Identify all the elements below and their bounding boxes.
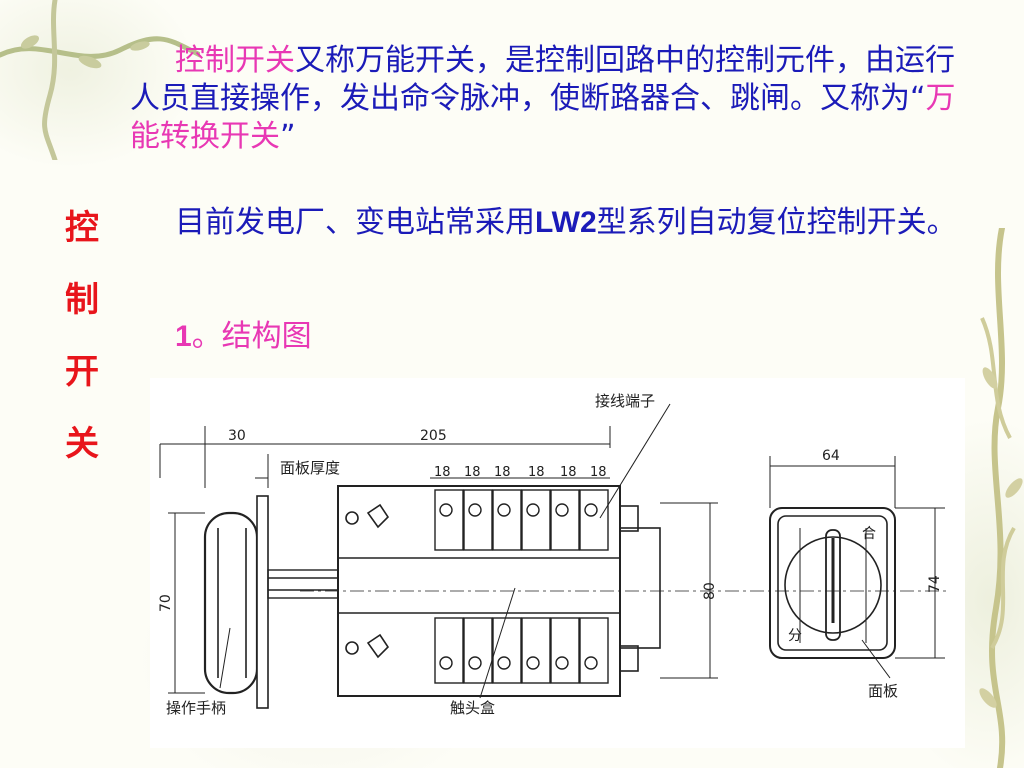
- leader-contact-box: [479, 587, 516, 699]
- definition-text: 又称万能开关，是控制回路中的控制元件，由运行人员直接操作，发出命令脉冲，使断路器…: [130, 43, 955, 116]
- contact-boxes-bottom: [434, 617, 609, 684]
- top-left-vine-decoration: [0, 0, 200, 160]
- operating-handle: [203, 511, 259, 695]
- pitch-dimensions: 18 18 18 18 18 18: [434, 465, 607, 480]
- dim-18-5: 18: [560, 465, 577, 480]
- highlight-term: 控制开关: [175, 43, 295, 78]
- dim-18-1: 18: [434, 465, 451, 480]
- label-close: 合: [862, 526, 876, 542]
- dim-18-6: 18: [590, 465, 607, 480]
- title-char-4: 关: [65, 424, 99, 464]
- highlight-alias: 万能转换开关: [130, 81, 956, 154]
- dim-64-line: [769, 456, 896, 508]
- title-char-3: 开: [65, 352, 99, 392]
- label-contact-box: 触头盒: [450, 699, 495, 717]
- label-open: 分: [788, 628, 802, 644]
- model-code: LW2: [535, 206, 597, 239]
- label-terminal: 接线端子: [595, 392, 655, 410]
- section-number: 1: [175, 320, 192, 353]
- title-char-2: 制: [65, 280, 99, 320]
- vertical-title: 控 制 开 关: [52, 192, 112, 480]
- label-panel-thickness: 面板厚度: [280, 459, 340, 477]
- shaft: [267, 569, 339, 599]
- structure-diagram: 30 205 面板厚度 18 18 18 18 18 18 70: [150, 378, 965, 748]
- section-heading-text: 。结构图: [191, 319, 312, 354]
- paragraph-usage: 目前发电厂、变电站常采用LW2型系列自动复位控制开关。: [130, 204, 972, 242]
- structure-diagram-svg: 30 205 面板厚度 18 18 18 18 18 18 70: [158, 392, 950, 717]
- dim-64: 64: [822, 448, 840, 464]
- dim-74: 74: [927, 575, 943, 593]
- title-char-1: 控: [65, 208, 99, 248]
- dim-70: 70: [158, 594, 174, 612]
- leader-handle: [219, 627, 231, 689]
- dim-80-line: [660, 502, 718, 679]
- dim-70-line: [168, 512, 205, 694]
- label-panel: 面板: [868, 682, 898, 700]
- usage-text-b: 型系列自动复位控制开关。: [596, 205, 957, 240]
- label-handle: 操作手柄: [166, 699, 226, 717]
- dim-18-3: 18: [494, 465, 511, 480]
- contact-boxes-top: [434, 489, 609, 551]
- dim-18-2: 18: [464, 465, 481, 480]
- dim-18-4: 18: [528, 465, 545, 480]
- paragraph-definition: 控制开关又称万能开关，是控制回路中的控制元件，由运行人员直接操作，发出命令脉冲，…: [130, 42, 972, 156]
- dim-30: 30: [228, 428, 246, 444]
- section-heading-structure: 1。结构图: [175, 318, 1017, 356]
- quote-close: ”: [280, 119, 296, 154]
- right-vine-decoration: [979, 228, 1023, 768]
- leader-panel: [861, 639, 891, 679]
- dim-205: 205: [420, 428, 447, 444]
- top-dimension-lines: [159, 426, 611, 488]
- usage-text-a: 目前发电厂、变电站常采用: [175, 205, 535, 240]
- dim-74-line: [895, 507, 945, 659]
- front-view: [769, 507, 896, 659]
- panel-plate: [256, 495, 269, 709]
- leader-terminal: [599, 403, 671, 519]
